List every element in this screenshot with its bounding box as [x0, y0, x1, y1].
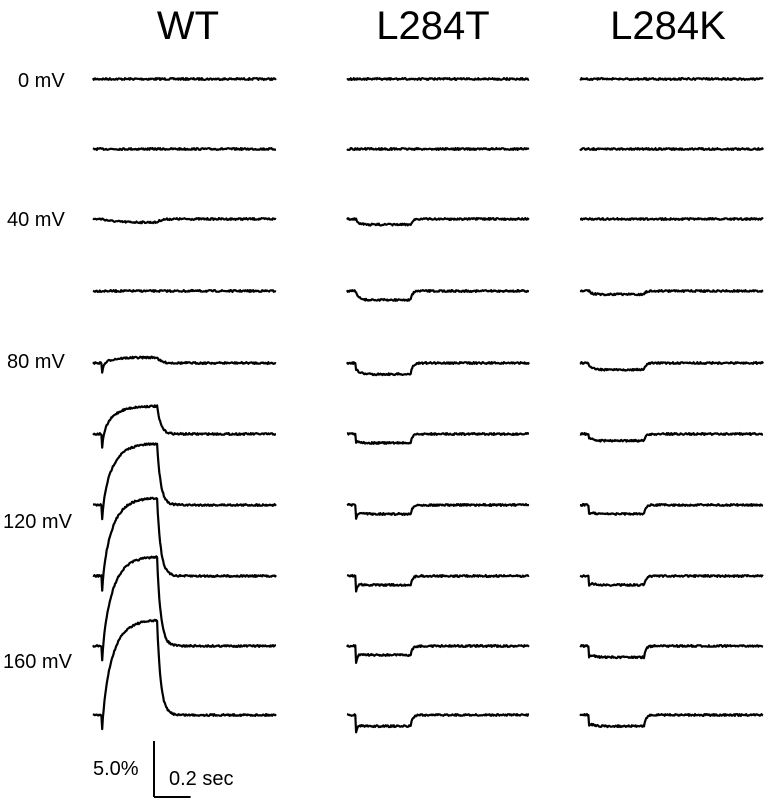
trace-l284t-60mv: [346, 289, 530, 302]
trace-wt-100mv: [92, 404, 277, 449]
scale-bar-y-label: 5.0%: [93, 758, 139, 780]
trace-l284k-20mv: [579, 147, 764, 151]
row-label-160mv: 160 mV: [3, 651, 72, 673]
trace-wt-120mv: [92, 442, 277, 521]
trace-l284t-80mv: [346, 361, 530, 377]
trace-l284k-180mv: [579, 713, 764, 729]
trace-l284t-160mv: [346, 644, 530, 664]
trace-l284k-60mv: [579, 289, 764, 297]
trace-l284k-40mv: [579, 217, 764, 221]
trace-wt-180mv: [92, 618, 277, 731]
trace-l284t-180mv: [346, 713, 530, 734]
trace-wt-60mv: [92, 289, 277, 293]
row-label-40mv: 40 mV: [7, 209, 65, 231]
trace-l284k-120mv: [579, 503, 764, 516]
trace-wt-80mv: [92, 355, 277, 374]
trace-l284t-100mv: [346, 432, 530, 445]
trace-l284k-100mv: [579, 432, 764, 443]
panel-title-l284k: L284K: [610, 4, 726, 48]
trace-l284k-140mv: [579, 574, 764, 587]
scale-bar-x-label: 0.2 sec: [169, 768, 234, 790]
trace-l284t-0mv: [346, 77, 530, 81]
row-label-120mv: 120 mV: [3, 511, 72, 533]
trace-wt-40mv: [92, 217, 277, 225]
trace-wt-140mv: [92, 496, 277, 592]
trace-l284k-0mv: [579, 77, 764, 81]
panel-title-l284t: L284T: [376, 4, 490, 48]
trace-l284t-40mv: [346, 217, 530, 227]
trace-l284k-80mv: [579, 361, 764, 372]
row-label-80mv: 80 mV: [7, 351, 65, 373]
trace-wt-0mv: [92, 77, 277, 81]
row-label-0mv: 0 mV: [18, 70, 65, 92]
panel-title-wt: WT: [156, 4, 220, 48]
trace-l284t-20mv: [346, 147, 530, 151]
trace-wt-160mv: [92, 555, 277, 662]
trace-l284t-140mv: [346, 574, 530, 593]
trace-wt-20mv: [92, 147, 277, 151]
trace-l284t-120mv: [346, 503, 530, 520]
trace-l284k-160mv: [579, 644, 764, 660]
